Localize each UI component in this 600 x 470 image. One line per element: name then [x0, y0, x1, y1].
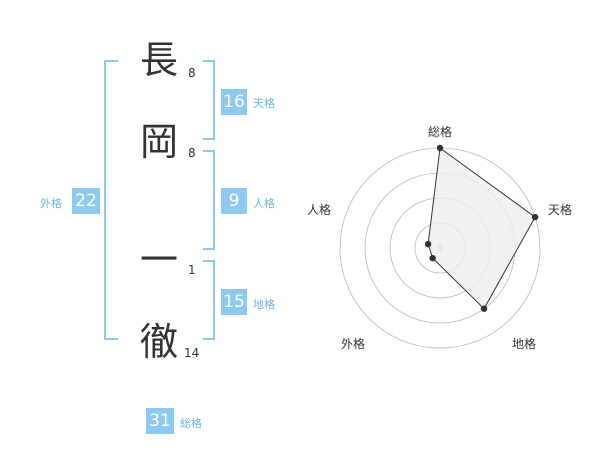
gaikaku-label: 外格	[40, 197, 62, 210]
tenkaku-label: 天格	[253, 97, 275, 110]
tenkaku-bracket	[203, 60, 215, 140]
radar-point-3	[429, 254, 436, 262]
radar-point-4	[424, 240, 432, 248]
chikaku-label: 地格	[253, 298, 275, 311]
radar-axis-label-tenkaku: 天格	[548, 203, 573, 217]
stroke-count-4: 14	[184, 346, 200, 360]
radar-point-0	[436, 144, 444, 152]
radar-axis-label-soukaku: 総格	[428, 125, 453, 139]
gaikaku-value-badge: 22	[72, 188, 100, 214]
stroke-count-2: 8	[188, 146, 196, 160]
chikaku-value-badge: 15	[221, 289, 247, 315]
radar-axis-label-chikaku: 地格	[512, 337, 537, 351]
gaikaku-bracket	[104, 60, 118, 340]
soukaku-label: 総格	[180, 417, 202, 430]
radar-series-polygon	[427, 147, 536, 310]
jinkaku-value-badge: 9	[221, 188, 247, 214]
name-char-4: 徹	[140, 320, 179, 364]
stroke-count-3: 1	[188, 263, 196, 277]
radar-axis-label-jinkaku: 人格	[307, 203, 332, 217]
jinkaku-bracket	[203, 150, 215, 250]
stroke-count-1: 8	[188, 66, 196, 80]
jinkaku-label: 人格	[253, 197, 275, 210]
radar-point-2	[480, 305, 488, 312]
tenkaku-value-badge: 16	[221, 89, 247, 115]
name-char-3: 一	[140, 238, 179, 282]
chikaku-bracket	[203, 260, 215, 340]
soukaku-value-badge: 31	[146, 408, 174, 434]
radar-axis-label-gaikaku: 外格	[341, 337, 366, 351]
radar-point-1	[531, 213, 539, 221]
name-char-2: 岡	[140, 120, 179, 164]
name-char-1: 長	[140, 38, 179, 82]
